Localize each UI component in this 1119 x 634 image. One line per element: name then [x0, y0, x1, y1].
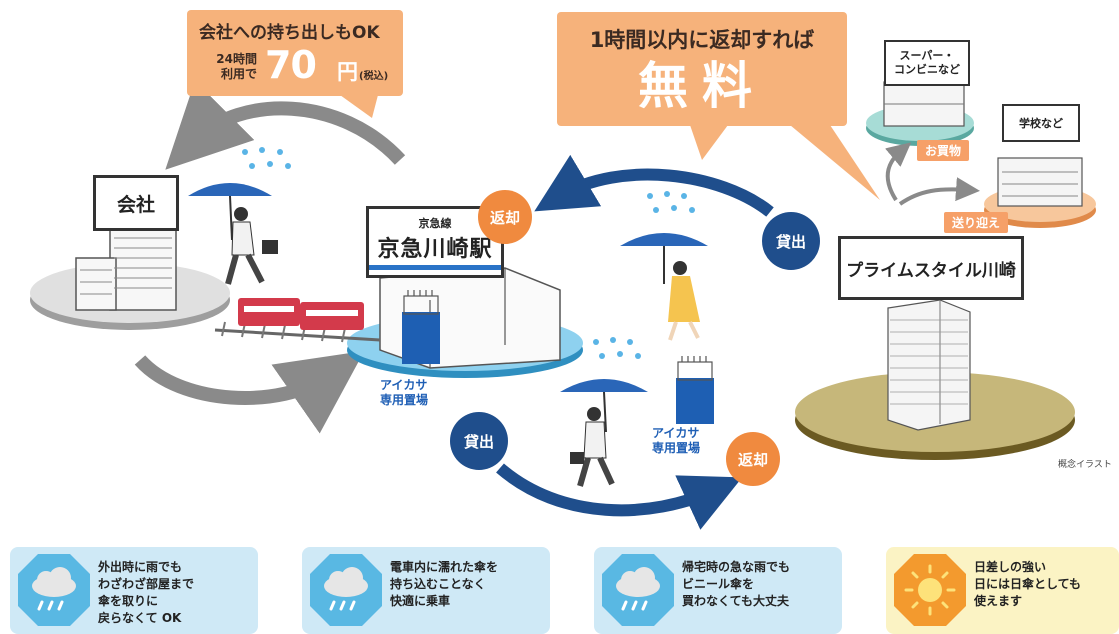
umbrella-stand-station — [402, 290, 440, 364]
company-sign: 会社 — [93, 175, 179, 231]
return-badge-center: 返却 — [726, 432, 780, 486]
benefit-card-3-line: 買わなくても大丈夫 — [682, 594, 790, 608]
benefit-card-3-line: 帰宅時の急な雨でも — [682, 560, 791, 574]
station-spot-line1: アイカサ — [380, 378, 428, 392]
benefit-card-2-line: 電車内に濡れた傘を — [390, 560, 499, 574]
callout-tax-note: (税込) — [359, 71, 389, 82]
umbrella-stand-center — [676, 356, 714, 424]
arrow-to-company — [165, 80, 406, 170]
arrow-return-to-station — [534, 154, 774, 217]
center-spot-line1: アイカサ — [652, 426, 700, 440]
station-line-name: 京急線 — [418, 216, 452, 230]
callout-company-ok: 会社への持ち出しもOK 24時間 利用で 70 円 (税込) — [187, 10, 403, 96]
benefit-card-4-line: 日には日傘としても — [974, 577, 1082, 591]
benefit-card-3-line: ビニール傘を — [682, 577, 755, 591]
supermarket-sign-line1: スーパー・ — [899, 49, 955, 62]
benefit-card-4-line: 使えます — [974, 594, 1023, 608]
arrow-to-shopping — [885, 142, 912, 202]
benefit-card-1-line: 戻らなくて OK — [98, 611, 182, 625]
benefit-card-1: 外出時に雨でも わざわざ部屋まで 傘を取りに 戻らなくて OK — [10, 547, 258, 634]
benefit-card-3: 帰宅時の急な雨でも ビニール傘を 買わなくても大丈夫 — [594, 547, 842, 634]
station-spot-line2: 専用置場 — [380, 393, 429, 407]
center-umbrella-spot-label: アイカサ 専用置場 — [652, 426, 700, 456]
train — [214, 298, 381, 343]
benefit-card-1-line: わざわざ部屋まで — [98, 577, 195, 591]
benefit-card-1-line: 外出時に雨でも — [98, 560, 183, 574]
callout-free-return: 1時間以内に返却すれば 無料 — [557, 12, 847, 126]
arrow-to-station — [134, 350, 365, 434]
rain-cloud-icon — [16, 552, 92, 632]
callout-center-tail-left — [690, 125, 728, 160]
rain-cloud-icon — [308, 552, 384, 632]
benefit-card-1-line: 傘を取りに — [98, 594, 159, 608]
woman-with-umbrella — [620, 233, 708, 341]
callout-left-tail — [340, 95, 378, 118]
rain-drops — [242, 147, 695, 359]
benefit-card-4: 日差しの強い 日には日傘としても 使えます — [886, 547, 1119, 634]
illustration-caption: 概念イラスト — [1058, 460, 1112, 470]
prime-style-platform — [795, 299, 1075, 460]
lend-badge-station: 貸出 — [450, 412, 508, 470]
lend-badge-prime: 貸出 — [762, 212, 820, 270]
benefit-card-2: 電車内に濡れた傘を 持ち込むことなく 快適に乗車 — [302, 547, 550, 634]
rain-cloud-icon — [600, 552, 676, 632]
man-with-umbrella-top — [188, 183, 278, 285]
benefit-card-4-text: 日差しの強い 日には日傘としても 使えます — [974, 559, 1081, 610]
benefit-card-4-line: 日差しの強い — [974, 560, 1047, 574]
return-badge-station: 返却 — [478, 190, 532, 244]
shopping-tag: お買物 — [917, 140, 970, 161]
school-sign: 学校など — [1002, 104, 1080, 142]
benefit-card-3-text: 帰宅時の急な雨でも ビニール傘を 買わなくても大丈夫 — [682, 559, 790, 610]
callout-usage: 利用で — [220, 67, 257, 81]
supermarket-sign: スーパー・ コンビニなど — [884, 40, 970, 86]
school-platform — [984, 157, 1096, 228]
man-with-umbrella-bottom — [560, 379, 648, 487]
callout-usage-label: 24時間 利用で — [209, 52, 257, 82]
prime-style-sign: プライムスタイル川崎 — [838, 236, 1024, 300]
pickup-tag: 送り迎え — [944, 212, 1009, 233]
callout-center-tail-right — [790, 125, 880, 200]
callout-company-title: 会社への持ち出しもOK — [199, 23, 380, 43]
arrow-to-school — [898, 177, 980, 206]
station-umbrella-spot-label: アイカサ 専用置場 — [380, 378, 428, 408]
benefit-card-1-text: 外出時に雨でも わざわざ部屋まで 傘を取りに 戻らなくて OK — [98, 559, 194, 627]
station-name: 京急川崎駅 — [377, 236, 493, 262]
center-spot-line2: 専用置場 — [652, 441, 701, 455]
supermarket-sign-line2: コンビニなど — [894, 63, 960, 76]
arrow-return-to-center — [496, 463, 743, 530]
benefit-card-2-text: 電車内に濡れた傘を 持ち込むことなく 快適に乗車 — [390, 559, 498, 610]
supermarket-platform — [866, 81, 974, 146]
sun-icon — [892, 552, 968, 632]
station-platform — [347, 267, 583, 378]
company-platform — [30, 227, 230, 330]
benefit-card-2-line: 快適に乗車 — [390, 594, 451, 608]
station-sign-stripe — [369, 264, 501, 270]
callout-free-condition: 1時間以内に返却すれば — [589, 28, 815, 52]
callout-price-unit: 円 — [337, 60, 358, 84]
callout-price: 70 — [265, 43, 317, 87]
callout-hours: 24時間 — [216, 52, 257, 66]
benefit-card-2-line: 持ち込むことなく — [390, 577, 486, 591]
callout-free-label: 無料 — [638, 57, 766, 115]
